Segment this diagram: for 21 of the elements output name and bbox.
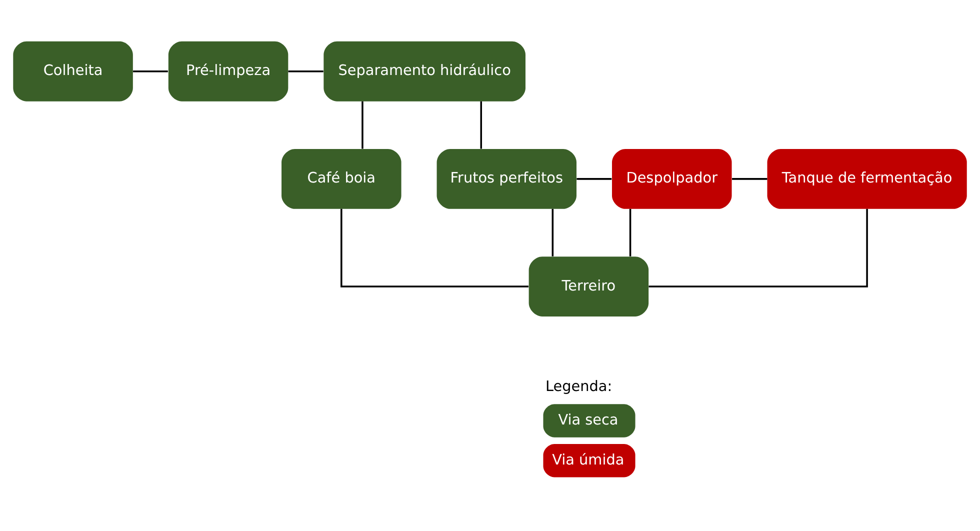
connector: [480, 100, 482, 148]
node-box: Separamento hidráulico: [324, 40, 526, 101]
legend-label: Via úmida: [552, 452, 624, 468]
connector: [288, 70, 324, 72]
connector: [133, 70, 168, 72]
node-box: Café boia: [282, 148, 402, 208]
node-box: Terreiro: [528, 256, 649, 316]
label: Legenda:: [545, 378, 612, 395]
connector: [362, 100, 364, 148]
node-box: Pré-limpeza: [168, 40, 288, 101]
legend-label: Via seca: [558, 412, 618, 428]
node-box: Colheita: [13, 40, 133, 101]
connector: [648, 208, 868, 287]
connector: [629, 208, 632, 256]
connector: [732, 178, 768, 180]
node-box: Despolpador: [612, 148, 732, 208]
connector: [340, 208, 529, 287]
node-box: Tanque de fermentação: [767, 148, 967, 208]
node-box: Frutos perfeitos: [436, 148, 576, 208]
connector: [576, 178, 612, 180]
connector: [552, 208, 554, 256]
